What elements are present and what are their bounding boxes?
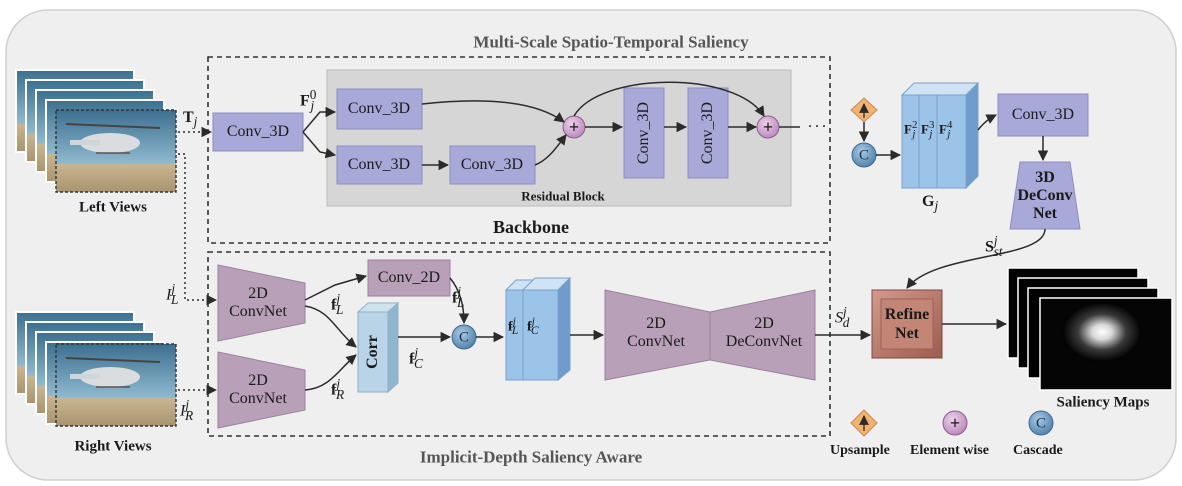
label-F3: F3j [921, 119, 935, 140]
left-views-stack [15, 69, 177, 193]
convnet2d-bottom-shape [217, 351, 306, 429]
legend-cascade-glyph: C [1035, 415, 1047, 432]
conv3d-branch1-box [336, 88, 423, 130]
ed-deconvnet-line2: DeConvNet [725, 333, 803, 350]
cascade-node-1-glyph: C [858, 147, 870, 164]
label-fC: fjC [409, 345, 423, 371]
conv3d-vertical2-box [687, 87, 729, 179]
refine-net-line2: Net [895, 325, 919, 342]
saliency-maps-stack [1007, 267, 1173, 391]
label-block-fC: fjC [527, 315, 539, 338]
implicit-depth-frame [207, 251, 831, 437]
conv3d-vertical1-label: Conv_3D [635, 101, 652, 165]
conv3d-input-label: Conv_3D [226, 123, 290, 140]
legend-cascade-label: Cascade [1013, 443, 1063, 458]
label-F2: F2j [904, 119, 918, 140]
label-Sd: Sjd [835, 304, 850, 330]
conv3d-branch2a-label: Conv_3D [347, 156, 411, 173]
convnet2d-bottom-line1: 2D [248, 372, 268, 389]
residual-block-label: Residual Block [521, 188, 605, 204]
deconv3d-label-line2: DeConv [1017, 187, 1073, 204]
deconv3d-net-shape [1009, 161, 1081, 230]
label-F4: F4j [939, 119, 953, 140]
label-block-fL: fjL [508, 315, 519, 338]
corr-label: Corr [364, 335, 381, 369]
ed-convnet-line2: ConvNet [627, 333, 685, 350]
legend-sum-glyph: + [949, 413, 961, 433]
label-fL-top: fjL [331, 291, 344, 317]
feature-block-lc [504, 276, 572, 382]
bottom-section-title: Implicit-Depth Saliency Aware [419, 447, 643, 467]
conv3d-branch2a-box [336, 145, 423, 185]
conv3d-branch1-label: Conv_3D [347, 100, 411, 117]
top-section-title: Multi-Scale Spatio-Temporal Saliency [473, 32, 749, 52]
saliency-maps-label: Saliency Maps [1056, 394, 1150, 411]
convnet2d-top-shape [217, 264, 306, 342]
deconv3d-label-line1: 3D [1035, 169, 1055, 186]
convnet2d-bottom-line2: ConvNet [229, 390, 287, 407]
legend-sum-icon [942, 410, 968, 436]
connectors [178, 81, 1049, 396]
sum-node-2-glyph: + [762, 117, 774, 137]
label-Sst: Sjst [985, 233, 1003, 259]
conv2d-label: Conv_2D [377, 269, 441, 286]
backbone-label: Backbone [492, 217, 570, 237]
right-views-label: Right Views [74, 438, 152, 455]
label-IL: IjL [166, 281, 179, 307]
spatio-temporal-frame [207, 56, 831, 244]
legend-element-wise-label: Element wise [910, 443, 989, 458]
refine-net-line1: Refine [884, 306, 930, 323]
feature-block-g [900, 81, 980, 190]
cascade-node-2-glyph: C [458, 329, 470, 346]
conv3d-output-label: Conv_3D [1011, 106, 1075, 123]
conv3d-vertical2-label: Conv_3D [699, 101, 716, 165]
conv3d-input-box [212, 112, 304, 152]
conv3d-vertical1-box [623, 87, 665, 179]
label-fL-dot: fjL [452, 284, 465, 310]
legend-cascade-icon [1028, 410, 1054, 436]
conv3d-branch2b-label: Conv_3D [460, 156, 524, 173]
label-fR: fjR [331, 376, 345, 402]
conv3d-branch2b-box [449, 145, 536, 185]
corr-block [356, 301, 400, 394]
refine-net-box [871, 289, 943, 359]
ed-deconvnet-shape [709, 289, 816, 381]
convnet2d-top-line1: 2D [248, 285, 268, 302]
right-views-stack [15, 311, 177, 427]
ed-deconvnet-line1: 2D [754, 315, 774, 332]
ed-convnet-line1: 2D [646, 315, 666, 332]
legend-upsample-label: Upsample [830, 443, 890, 458]
left-views-label: Left Views [79, 199, 147, 216]
ellipsis: · · · [807, 119, 827, 133]
label-F0j: F0j [300, 87, 317, 113]
deconv3d-label-line3: Net [1033, 205, 1057, 222]
conv3d-output-box [997, 93, 1089, 137]
label-Gj: Gj [922, 193, 939, 214]
sum-node-1-glyph: + [568, 117, 580, 137]
label-IR: IjR [180, 397, 194, 423]
convnet2d-top-line2: ConvNet [229, 303, 287, 320]
label-Tj: Tj [183, 109, 198, 130]
